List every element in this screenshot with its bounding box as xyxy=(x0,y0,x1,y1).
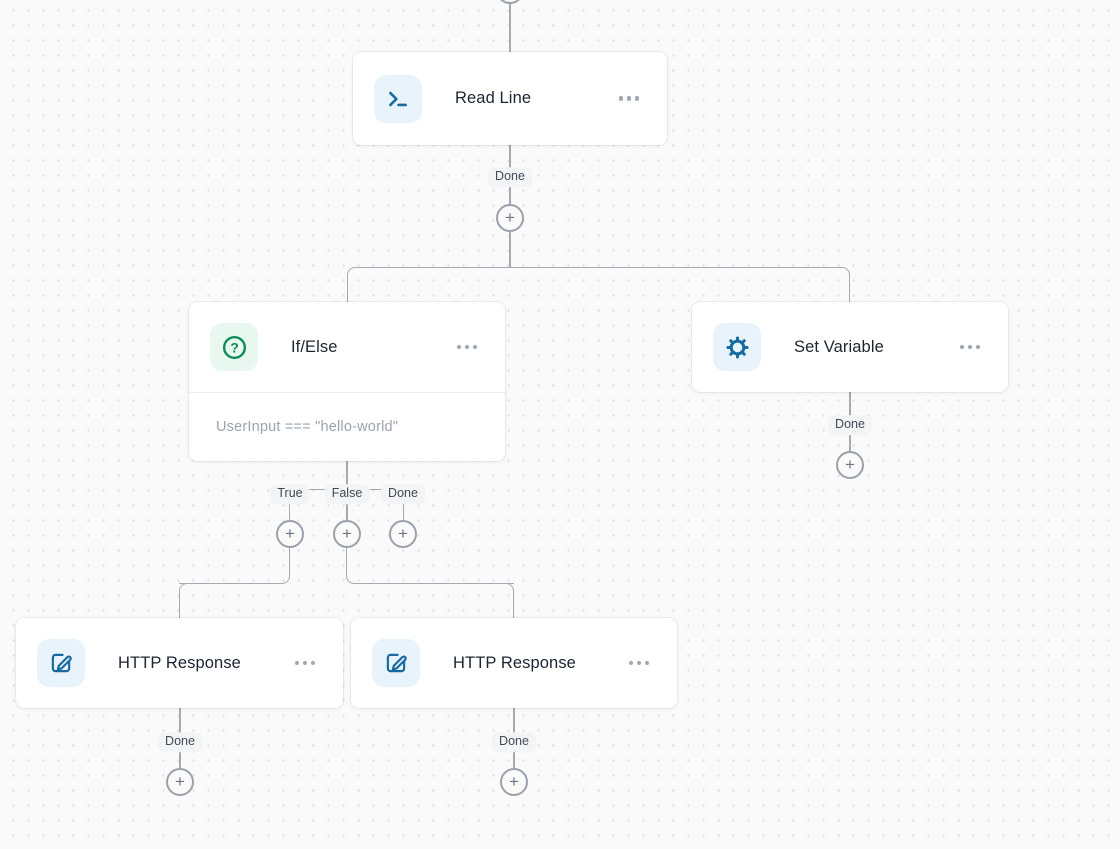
node-http-response-2[interactable]: HTTP Response xyxy=(351,618,677,708)
add-step-button[interactable]: + xyxy=(500,768,528,796)
edge-label-done: Done xyxy=(381,484,425,504)
plus-icon: + xyxy=(175,772,185,791)
more-options-icon[interactable] xyxy=(628,657,649,670)
connector-bend xyxy=(501,582,514,618)
node-condition-row: UserInput === "hello-world" xyxy=(189,392,505,461)
plus-icon: + xyxy=(505,208,515,227)
more-options-icon[interactable] xyxy=(959,341,980,354)
condition-expression: UserInput === "hello-world" xyxy=(216,419,399,435)
gear-icon xyxy=(713,323,761,371)
more-options-icon[interactable] xyxy=(456,341,477,354)
more-options-icon[interactable] xyxy=(618,92,639,105)
edit-square-icon xyxy=(372,639,420,687)
plus-icon: + xyxy=(342,524,352,543)
terminal-icon xyxy=(374,74,422,123)
node-title: If/Else xyxy=(291,337,338,356)
edge-label-done: Done xyxy=(492,732,536,752)
edge-label-false: False xyxy=(324,484,370,504)
more-options-icon[interactable] xyxy=(294,657,315,670)
node-set-variable[interactable]: Set Variable xyxy=(692,302,1008,392)
edge-label-done: Done xyxy=(488,167,532,187)
edit-square-icon xyxy=(37,639,85,687)
connector-bend xyxy=(346,548,514,584)
add-step-button[interactable]: + xyxy=(389,520,417,548)
edge-label-true: True xyxy=(270,484,310,504)
node-title: HTTP Response xyxy=(118,653,241,672)
plus-icon: + xyxy=(398,524,408,543)
edge-label-done: Done xyxy=(158,732,202,752)
node-title: HTTP Response xyxy=(453,653,576,672)
connector-line xyxy=(346,461,348,490)
connector-bend xyxy=(179,548,290,584)
connector-split xyxy=(347,267,850,302)
node-title: Read Line xyxy=(455,89,532,107)
connector-line xyxy=(346,489,348,520)
plus-icon: + xyxy=(845,455,855,474)
edge-label-done: Done xyxy=(828,415,872,435)
add-step-button[interactable]: + xyxy=(166,768,194,796)
add-step-button[interactable]: + xyxy=(496,204,524,232)
add-step-button[interactable]: + xyxy=(496,0,524,4)
question-circle-icon: ? xyxy=(210,323,258,371)
node-if-else[interactable]: ? If/Else UserInput === "hello-world" xyxy=(189,302,505,461)
node-http-response-1[interactable]: HTTP Response xyxy=(16,618,343,708)
plus-icon: + xyxy=(509,772,519,791)
node-read-line[interactable]: Read Line xyxy=(353,52,667,145)
add-step-button[interactable]: + xyxy=(836,451,864,479)
svg-text:?: ? xyxy=(230,339,239,355)
connector-bend xyxy=(179,582,191,618)
connector-line xyxy=(509,232,511,268)
plus-icon: + xyxy=(285,524,295,543)
add-step-button[interactable]: + xyxy=(276,520,304,548)
add-step-button[interactable]: + xyxy=(333,520,361,548)
node-title: Set Variable xyxy=(794,337,884,356)
connector-line xyxy=(509,3,511,52)
